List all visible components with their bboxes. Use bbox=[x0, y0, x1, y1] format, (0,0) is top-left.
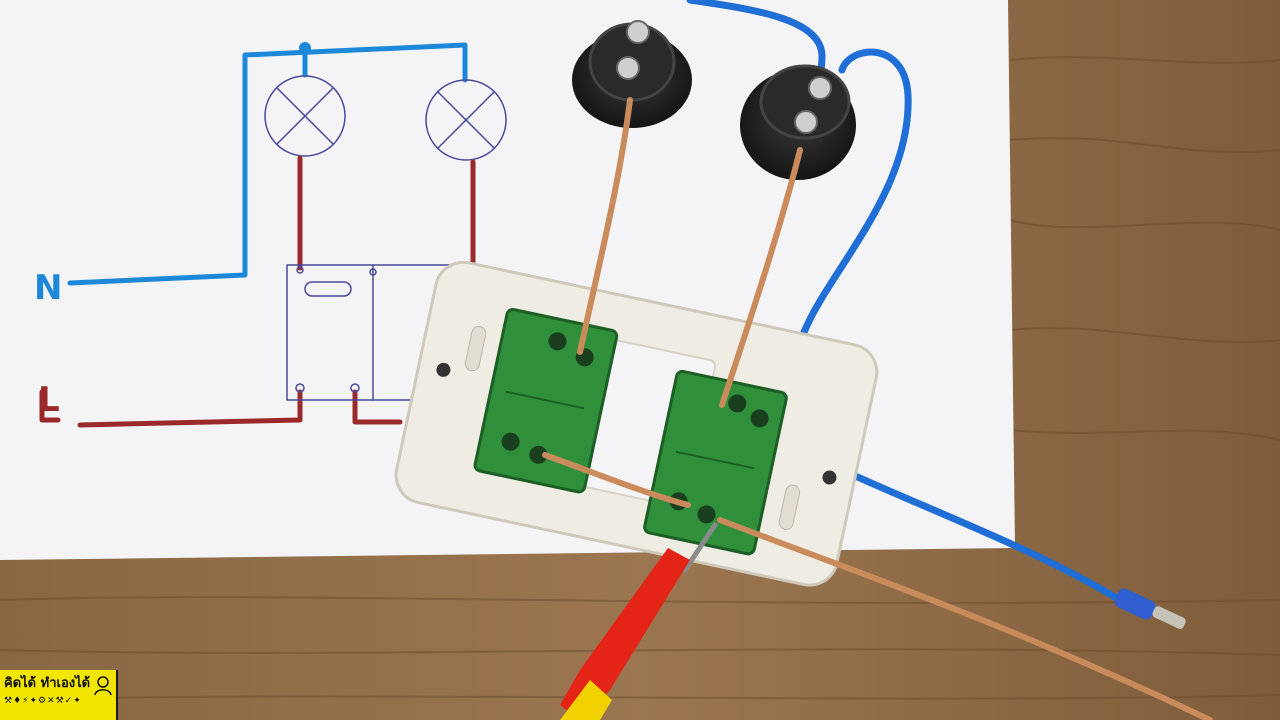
line-label: L bbox=[38, 380, 60, 420]
lamp-socket-icon bbox=[572, 20, 692, 128]
lamp-symbol-icon bbox=[425, 79, 507, 161]
logo-title: คิดได้ ทำเองได้ bbox=[4, 676, 91, 691]
jumper-cable bbox=[542, 452, 691, 508]
wood-grain bbox=[0, 56, 1280, 701]
live-jumper-line bbox=[352, 389, 403, 425]
neutral-wire-line bbox=[67, 42, 468, 286]
terminal-pin bbox=[1152, 606, 1186, 629]
neutral-label: N bbox=[34, 268, 63, 308]
logo-symbols: ⚒♦⚡✦⚙✕⚒✓✦ bbox=[4, 696, 82, 706]
lamp-socket-icon bbox=[740, 64, 856, 180]
switch-module-left bbox=[473, 307, 619, 494]
screwdriver-icon bbox=[560, 522, 718, 720]
channel-logo: คิดได้ ทำเองได้ ⚒♦⚡✦⚙✕⚒✓✦ bbox=[0, 670, 118, 720]
live-wire-line bbox=[77, 389, 303, 428]
mascot-icon bbox=[94, 676, 112, 696]
socket1-cable bbox=[577, 97, 633, 355]
wiring-diagram bbox=[39, 42, 507, 428]
live-stub-line bbox=[39, 389, 61, 423]
lamp-symbol-icon bbox=[264, 75, 346, 157]
socket2-cable bbox=[719, 147, 803, 408]
feed-cable bbox=[717, 517, 1213, 720]
brown-cables bbox=[542, 97, 1213, 720]
blue-cable-terminal bbox=[1114, 588, 1156, 620]
